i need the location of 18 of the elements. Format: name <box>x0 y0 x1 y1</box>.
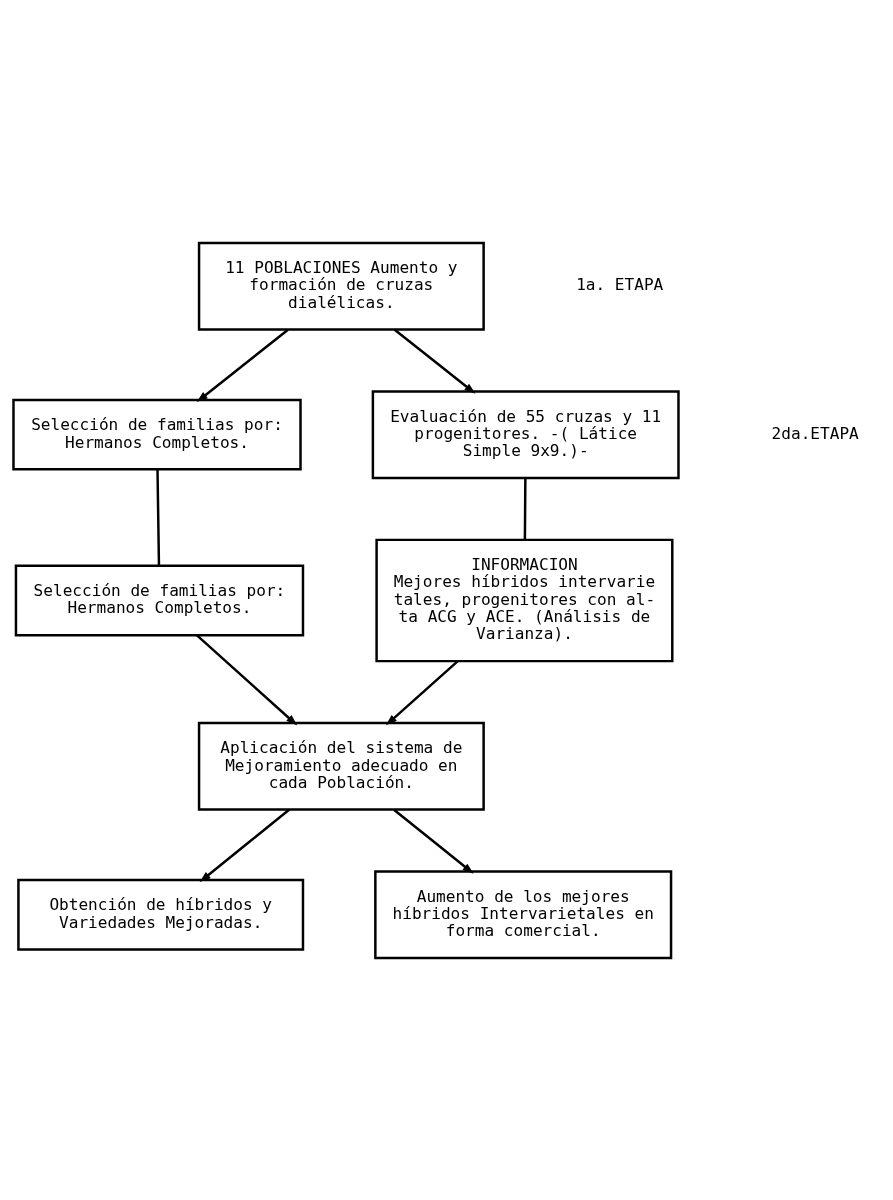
connector <box>156 468 161 565</box>
node-box: Aplicación del sistema de Mejoramiento adecuado en cada Población. <box>197 721 485 811</box>
node-box: Evaluación de 55 cruzas y 11 progenitores. -( Látice Simple 9x9.)- <box>371 389 680 479</box>
node-box: Selección de familias por: Hermanos Completos. <box>14 564 305 636</box>
node-box: Obtención de híbridos y Variedades Mejoradas. <box>17 878 305 951</box>
node-box: 11 POBLACIONES Aumento y formación de cruzas dialélicas. <box>197 241 485 331</box>
node-box: Selección de familias por: Hermanos Completos. <box>12 398 302 471</box>
label: 1a. ETAPA <box>576 274 664 294</box>
arrow <box>199 808 290 882</box>
label: 2da.ETAPA <box>771 423 859 443</box>
arrow <box>195 633 298 725</box>
arrow <box>393 328 476 394</box>
arrow <box>385 659 459 725</box>
node-box: INFORMACION Mejores híbridos intervarie tales, progenitores con al- ta ACG y ACE. (Análisis de Varianza). <box>375 538 674 662</box>
node-box: Aumento de los mejores híbridos Intervarietales en forma comercial. <box>374 869 673 959</box>
arrow <box>393 808 474 874</box>
connector <box>523 477 527 540</box>
arrow <box>196 328 289 402</box>
